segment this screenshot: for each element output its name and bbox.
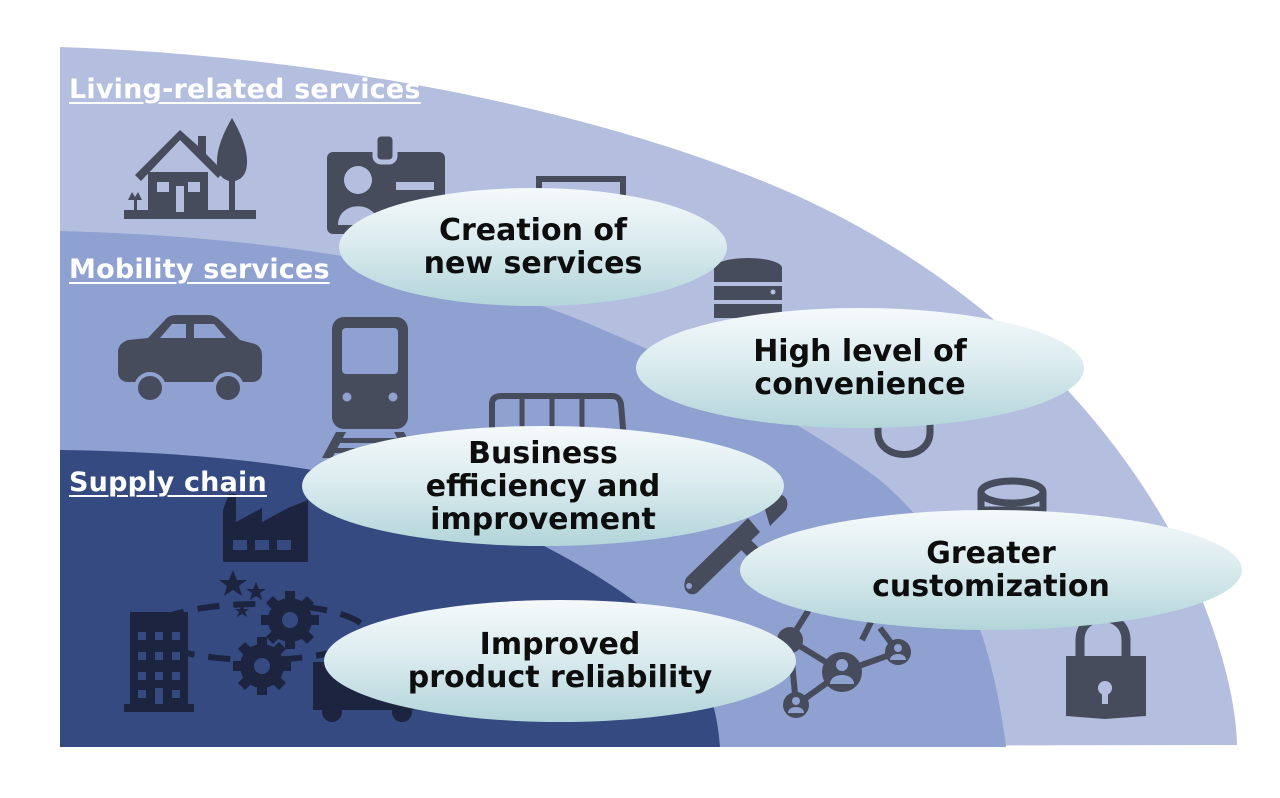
gears-icon bbox=[233, 591, 319, 695]
layer-label-supply-chain: Supply chain bbox=[69, 467, 267, 498]
office-building-icon bbox=[124, 612, 194, 712]
stars-icon bbox=[219, 570, 266, 617]
layer-label-living-related-services: Living-related services bbox=[69, 74, 421, 105]
benefit-line: High level of bbox=[753, 334, 967, 369]
factory-icon bbox=[223, 494, 308, 562]
benefit-line: Greater bbox=[926, 536, 1056, 571]
car-icon bbox=[118, 315, 262, 404]
benefit-line: product reliability bbox=[407, 660, 713, 695]
benefit-line: Improved bbox=[479, 627, 641, 662]
shopping-bag-icon bbox=[874, 420, 934, 458]
benefit-line: new services bbox=[423, 246, 643, 281]
house-with-tree-icon bbox=[124, 118, 256, 219]
benefit-line: Creation of bbox=[438, 213, 628, 248]
benefit-bubble-creation-of-new-services: Creation of new services bbox=[339, 188, 727, 306]
benefit-bubble-high-level-of-convenience: High level of convenience bbox=[636, 308, 1084, 428]
database-icon bbox=[714, 258, 782, 318]
benefit-line: convenience bbox=[754, 367, 966, 402]
benefit-line: improvement bbox=[430, 501, 656, 537]
benefit-line: Business bbox=[468, 435, 618, 471]
benefit-bubble-business-efficiency-and-improvement: Business efficiency and improvement bbox=[302, 426, 784, 546]
benefit-line: customization bbox=[872, 569, 1110, 604]
benefit-bubble-improved-product-reliability: Improved product reliability bbox=[324, 600, 796, 722]
benefit-bubble-greater-customization: Greater customization bbox=[740, 510, 1242, 630]
layer-label-mobility-services: Mobility services bbox=[69, 254, 330, 285]
benefit-line: efficiency and bbox=[425, 468, 661, 504]
